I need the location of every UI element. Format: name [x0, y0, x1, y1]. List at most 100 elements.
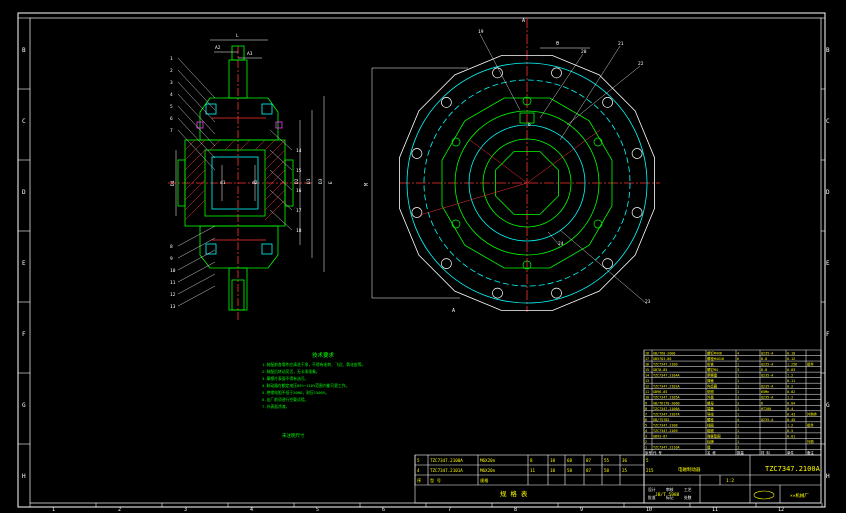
- bom-cell: 1: [737, 423, 739, 427]
- title-block-label: 设计: [648, 487, 656, 492]
- bom-cell: TZC7347.2106A: [653, 407, 680, 411]
- bom-cell: 螺钉M4: [707, 367, 718, 372]
- bom-header-cell: 材 料: [761, 450, 770, 455]
- spec-cell: 4: [417, 468, 420, 473]
- spec-cell: 11: [530, 468, 536, 473]
- bom-cell: Q235-A: [761, 418, 773, 422]
- bom-cell: Q235-A: [761, 363, 773, 367]
- spec-table-caption: 规 格 表: [500, 489, 528, 498]
- spec-cell: 68: [567, 458, 573, 463]
- outer-bolt-hole: [602, 258, 613, 269]
- bom-cell: 1: [737, 396, 739, 400]
- bom-cell: 8: [645, 407, 647, 411]
- inner-bolt-hole: [451, 219, 461, 229]
- dimension-label: D1: [306, 178, 312, 184]
- row-letter: E: [826, 260, 830, 267]
- bom-cell: 17: [645, 357, 649, 361]
- company-name: ××机械厂: [790, 492, 809, 499]
- bom-cell: 9: [645, 401, 647, 405]
- bom-cell: 0.5: [787, 429, 793, 433]
- note-line: 2.装配后转动灵活，无卡滞现象。: [262, 369, 320, 374]
- bom-cell: TZC7347.2108: [653, 423, 678, 427]
- part-callout: 6: [170, 116, 173, 122]
- col-number: 6: [382, 507, 385, 513]
- part-callout: 14: [296, 148, 302, 154]
- bom-cell: TZC7347.2104A: [653, 374, 680, 378]
- title-block-label: 处数: [684, 495, 692, 500]
- row-letter: C: [826, 118, 830, 125]
- standard-code: JB/T 5988: [655, 492, 680, 498]
- col-number: 4: [250, 507, 253, 513]
- dimension-label: D4: [170, 180, 176, 186]
- bom-cell: GB/T5782: [653, 418, 669, 422]
- spec-cell: 18: [550, 468, 556, 473]
- bom-cell: 8.8: [761, 368, 767, 372]
- bom-header-cell: 名 称: [707, 450, 716, 455]
- company-logo: [753, 490, 775, 500]
- bom-cell: 摩擦盘: [707, 373, 718, 378]
- dimension-label: b: [528, 122, 531, 128]
- bom-cell: 1: [737, 434, 739, 438]
- bom-cell: 2: [645, 440, 647, 444]
- col-number: 5: [316, 507, 319, 513]
- outer-bolt-hole: [492, 67, 503, 79]
- spec-cell: 215: [646, 468, 654, 473]
- bom-cell: 外盘: [707, 395, 714, 400]
- bom-cell: TZC7347.2105A: [653, 396, 680, 400]
- spec-cell: 型 号: [430, 477, 441, 484]
- spec-cell: TZC7347.2100A: [430, 458, 463, 463]
- part-callout: 23: [645, 299, 651, 305]
- notes-footer: 未注明尺寸: [282, 432, 305, 439]
- bom-cell: 1.2: [787, 374, 793, 378]
- spec-cell: 5: [417, 458, 420, 463]
- section-view: [168, 39, 325, 320]
- part-name: 电磁制动器: [678, 466, 701, 473]
- spec-cell: 序: [417, 477, 421, 484]
- col-number: 9: [580, 507, 583, 513]
- part-callout: 1: [170, 56, 173, 62]
- bom-cell: 衔铁: [707, 362, 714, 367]
- row-letter: F: [22, 331, 26, 338]
- part-callout: 19: [478, 29, 484, 35]
- drawing-number: TZC7347.2100A: [765, 465, 821, 473]
- bom-cell: 键: [707, 444, 711, 449]
- outer-bolt-hole: [441, 97, 452, 108]
- dimension-label: A3: [247, 51, 253, 57]
- inner-bolt-hole: [451, 137, 461, 147]
- spec-cell: 规格: [480, 477, 489, 484]
- bom-cell: Q235-A: [761, 374, 773, 378]
- bom-cell: 6: [737, 357, 739, 361]
- bom-cell: GB78-85: [653, 368, 667, 372]
- col-number: 10: [646, 507, 652, 513]
- bom-header-cell: 数量: [737, 450, 744, 455]
- part-callout: 3: [170, 80, 173, 86]
- bom-cell: 11: [645, 390, 649, 394]
- front-view: [371, 18, 660, 312]
- note-line: 5.绝缘电阻不低于20MΩ，耐压1500V。: [262, 390, 329, 395]
- bom-cell: 8: [761, 401, 763, 405]
- outer-bolt-hole: [602, 97, 613, 108]
- part-callout: 9: [170, 256, 173, 262]
- bom-cell: 0.10: [787, 352, 795, 356]
- bom-cell: 1: [737, 363, 739, 367]
- spec-cell: M6X20n: [480, 458, 496, 463]
- bom-cell: 组件: [807, 362, 814, 367]
- bom-cell: 4: [737, 352, 739, 356]
- title-block-label: 工艺: [684, 487, 692, 492]
- bom-cell: 弹簧垫圈: [707, 433, 721, 438]
- bom-cell: 8.8: [761, 357, 767, 361]
- dimension-label: D2: [294, 178, 300, 184]
- inner-bolt-hole: [593, 219, 603, 229]
- bom-cell: 标牌: [707, 439, 714, 444]
- frame-zone-ticks: [18, 17, 825, 507]
- part-callout: 10: [170, 268, 176, 274]
- scale-value: 1:2: [726, 478, 734, 484]
- bom-cell: 端盖: [707, 406, 714, 411]
- title-block-label: 标记: [666, 495, 674, 500]
- part-callout: 17: [296, 208, 302, 214]
- bom-cell: 1: [737, 390, 739, 394]
- spec-cell: 87: [586, 458, 592, 463]
